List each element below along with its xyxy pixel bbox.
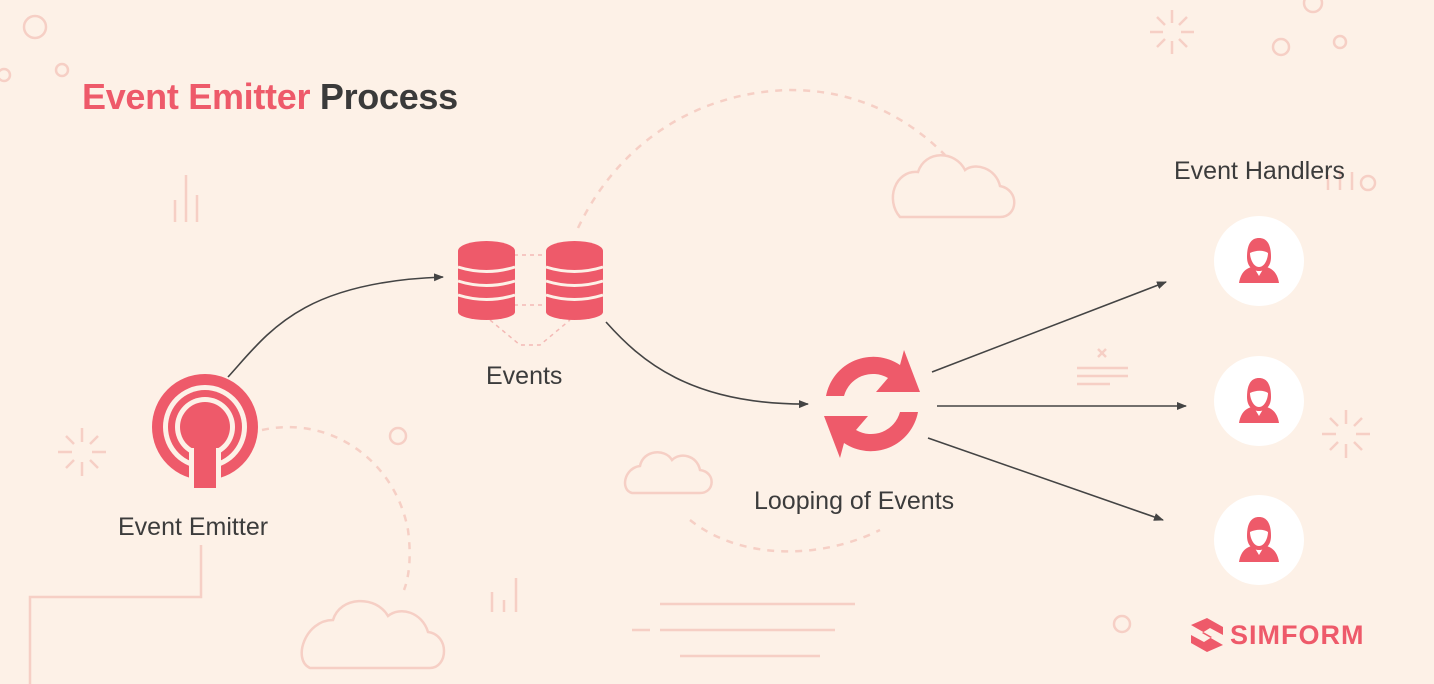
page-title: Event Emitter Process: [82, 76, 458, 118]
event-handler-1: [1214, 216, 1304, 306]
events-label: Events: [486, 362, 563, 390]
user-icon: [1239, 238, 1279, 283]
connectors: [227, 273, 1187, 521]
user-icon: [1239, 378, 1279, 423]
title-accent: Event Emitter: [82, 76, 311, 117]
event-emitter-icon: [152, 374, 258, 488]
arrow-loop-to-handler-1: [931, 281, 1167, 373]
loop-refresh-icon: [824, 350, 920, 458]
arrow-events-to-loop: [605, 321, 809, 409]
event-handlers-label: Event Handlers: [1174, 157, 1345, 185]
simform-mark-icon: [1191, 618, 1223, 652]
event-handler-2: [1214, 356, 1304, 446]
user-icon: [1239, 517, 1279, 562]
event-emitter-label: Event Emitter: [118, 513, 269, 541]
arrow-emitter-to-events: [227, 273, 444, 378]
event-handler-3: [1214, 495, 1304, 585]
brand-name: SIMFORM: [1230, 619, 1365, 650]
background-decor: [0, 0, 1377, 684]
title-rest: Process: [319, 76, 458, 117]
simform-logo: SIMFORM: [1190, 617, 1365, 653]
arrow-loop-to-handler-3: [927, 437, 1164, 521]
looping-of-events-label: Looping of Events: [754, 487, 955, 515]
events-database-icon: [457, 241, 604, 346]
